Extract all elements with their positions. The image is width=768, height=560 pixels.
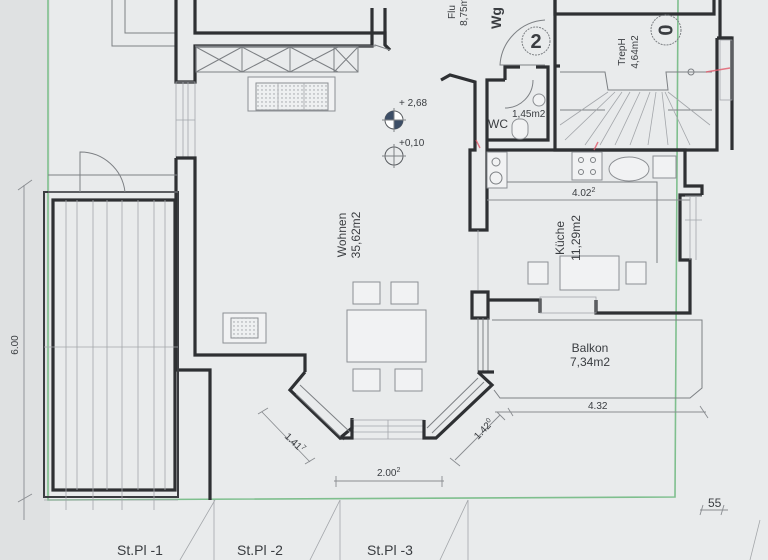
level-marker-upper: [382, 108, 406, 132]
armchair: [222, 312, 267, 344]
parking-label-2: St.Pl -2: [237, 542, 283, 558]
room-name-flur: Flu: [447, 5, 458, 19]
room-area-balkon: 7,34m2: [570, 355, 610, 369]
apartment-label-fragment: Wg: [488, 7, 504, 29]
level-marker-lower: [382, 144, 406, 168]
dim-balcony-width: 4.32: [588, 401, 608, 412]
paper-shadow-left: [0, 0, 50, 560]
room-area-wohnen: 35,62m2: [349, 211, 363, 258]
level-label-lower: +0,10: [399, 138, 425, 149]
red-annotations: [475, 67, 731, 151]
dim-kitchen-width: 4.022: [572, 187, 595, 199]
room-name-wohnen: Wohnen: [335, 213, 349, 257]
parking-label-3: St.Pl -3: [367, 542, 413, 558]
kitchen-west-wall: [440, 73, 702, 374]
parking-label-1: St.Pl -1: [117, 542, 163, 558]
dimension-terrace-depth: [17, 179, 33, 520]
room-name-balkon: Balkon: [572, 341, 609, 355]
sofa: [247, 76, 336, 112]
entry-door-swing: [499, 14, 682, 66]
room-area-flur: 8,75m: [459, 0, 470, 26]
parking-lines: [179, 499, 761, 560]
room-name-wc: WC: [488, 117, 508, 131]
dim-offset: 55: [708, 496, 722, 510]
balcony: [492, 319, 703, 399]
room-area-kueche: 11,29m2: [569, 215, 583, 261]
floor-number: 0: [655, 24, 677, 35]
room-name-kueche: Küche: [553, 221, 567, 255]
terrace: [43, 151, 179, 510]
room-area-wc: 1,45m2: [512, 109, 546, 120]
dim-terrace-depth: 6.00: [10, 335, 21, 355]
stairwell: [553, 0, 734, 152]
property-line: [47, 0, 679, 501]
apartment-number: 2: [530, 31, 541, 53]
beam-crossbrace: [195, 46, 359, 73]
room-name-treppenhaus: TrepH: [617, 38, 628, 65]
dimension-lines: [257, 405, 728, 516]
dining-set: [346, 281, 427, 392]
wc-room: [487, 65, 550, 142]
bay-window: [287, 370, 495, 441]
kitchen: [486, 148, 704, 291]
level-label-upper: + 2,68: [399, 98, 428, 109]
dim-bay-front: 2.002: [377, 467, 400, 479]
room-area-treppenhaus: 4,64m2: [630, 35, 641, 69]
